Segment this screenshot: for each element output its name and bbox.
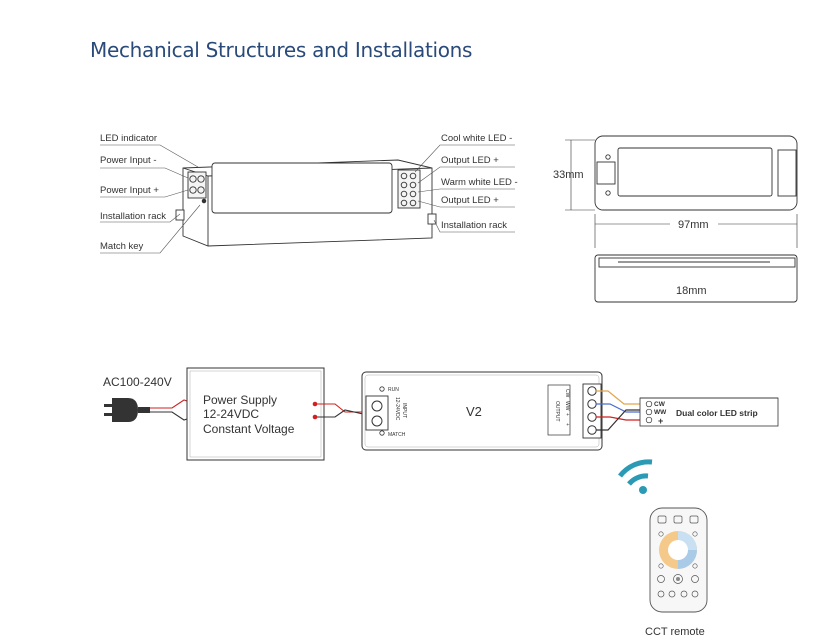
- psu-line-1: Power Supply: [203, 393, 277, 407]
- dc-wires: [317, 403, 373, 418]
- psu-line-3: Constant Voltage: [203, 422, 295, 436]
- strip-pins: CW WW +: [654, 401, 667, 426]
- page-title: Mechanical Structures and Installations: [90, 38, 473, 62]
- callout-match-key: Match key: [100, 241, 144, 252]
- output-pin-plus-2: +: [564, 423, 570, 426]
- psu-terminal-v-minus: [312, 414, 318, 420]
- dimension-length: 97mm: [678, 219, 709, 231]
- strip-pin-ww: WW: [654, 409, 667, 416]
- callout-output-plus-1: Output LED +: [441, 155, 499, 166]
- dimension-depth: 18mm: [676, 285, 707, 297]
- side-view-drawing: [594, 254, 798, 303]
- led-strip: [639, 397, 779, 427]
- output-pin-plus-1: +: [564, 413, 570, 416]
- psu-terminal-v-plus: [312, 401, 318, 407]
- strip-pin-cw: CW: [654, 401, 666, 408]
- power-supply-text: Power Supply 12-24VDC Constant Voltage: [203, 393, 295, 436]
- led-strip-label: Dual color LED strip: [676, 408, 758, 418]
- plug-icon: [104, 398, 150, 422]
- device-name-label: V2: [466, 404, 482, 419]
- remote-caption: CCT remote: [645, 626, 705, 638]
- callout-power-input-minus: Power Input -: [100, 155, 157, 166]
- callout-power-input-plus: Power Input +: [100, 185, 159, 196]
- psu-line-2: 12-24VDC: [203, 407, 259, 421]
- wifi-icon: [618, 459, 653, 494]
- output-label: OUTPUT: [554, 401, 560, 422]
- callout-output-plus-2: Output LED +: [441, 195, 499, 206]
- top-view-drawing: [594, 135, 798, 211]
- callout-labels: LED indicator Power Input - Power Input …: [100, 133, 518, 252]
- controller-small-text: RUN MATCH INPUT 12-24VDC OUTPUT CW WW + …: [388, 387, 570, 438]
- match-label: MATCH: [388, 432, 406, 438]
- run-label: RUN: [388, 387, 399, 393]
- callout-led-indicator: LED indicator: [100, 133, 157, 144]
- input-range-label: 12-24VDC: [394, 397, 400, 421]
- callout-installation-rack-left: Installation rack: [100, 211, 166, 222]
- callout-leaders: [100, 144, 515, 254]
- input-label: INPUT: [401, 403, 407, 418]
- callout-cool-white: Cool white LED -: [441, 133, 512, 144]
- callout-installation-rack-right: Installation rack: [441, 220, 507, 231]
- power-supply-box: [186, 367, 325, 461]
- callout-warm-white: Warm white LED -: [441, 177, 518, 188]
- dimension-height: 33mm: [553, 169, 584, 181]
- output-pin-ww: WW: [564, 401, 570, 411]
- controller-drawing: [175, 159, 437, 247]
- strip-pin-plus: +: [658, 416, 663, 426]
- remote-control-drawing: [649, 507, 708, 613]
- ac-voltage-label: AC100-240V: [103, 375, 172, 389]
- output-wires: [596, 390, 642, 431]
- controller-box: [361, 371, 603, 451]
- output-pin-cw: CW: [564, 389, 570, 398]
